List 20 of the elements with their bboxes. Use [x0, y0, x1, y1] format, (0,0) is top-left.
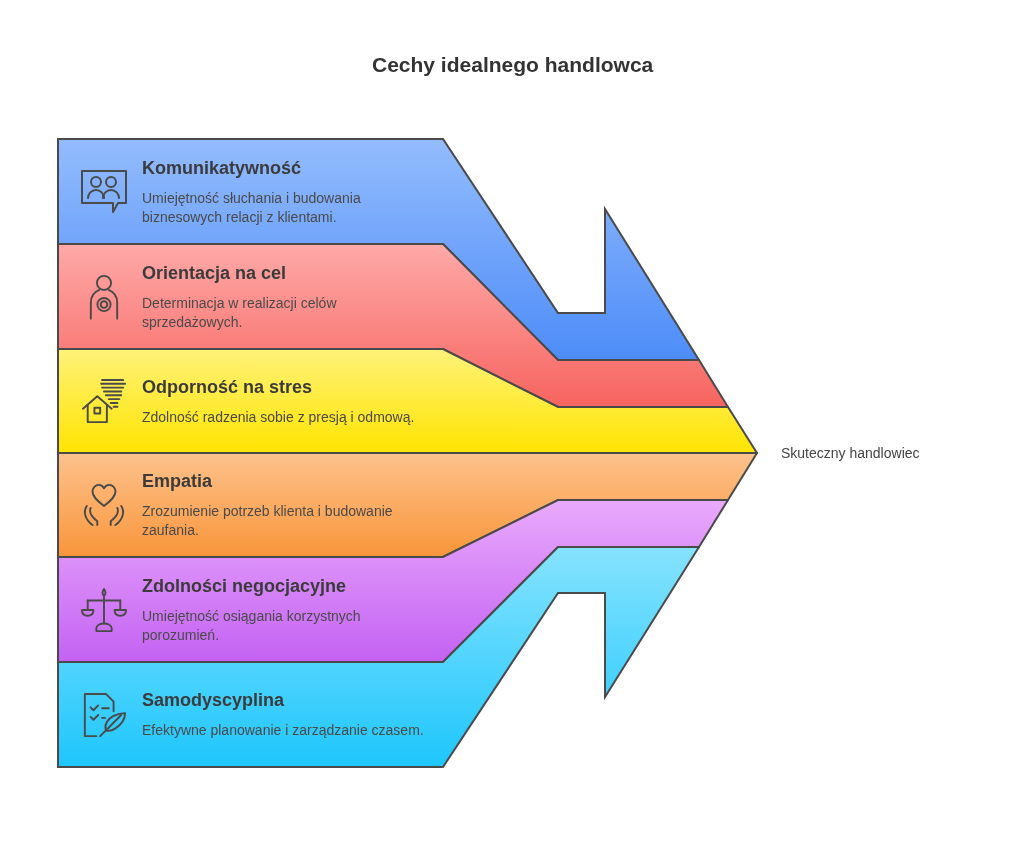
- arrow-band: [57, 452, 758, 558]
- band-description: Umiejętność osiągania korzystnych porozumień.: [142, 606, 362, 645]
- band-description: Zdolność radzenia sobie z presją i odmową.: [142, 407, 416, 427]
- band-description: Determinacja w realizacji celów sprzedażowych.: [142, 293, 338, 332]
- arrow-band: [57, 499, 729, 663]
- arrow-band: [57, 243, 729, 408]
- band-heading: Orientacja na cel: [142, 261, 287, 284]
- band-heading: Komunikatywność: [142, 156, 302, 179]
- band-description: Zrozumienie potrzeb klienta i budowanie zaufania.: [142, 502, 394, 540]
- band-description: Efektywne planowanie i zarządzanie czasem.: [142, 721, 425, 740]
- arrow-band: [57, 348, 758, 454]
- arrow-band: [57, 138, 700, 361]
- band-heading: Samodyscyplina: [142, 689, 285, 711]
- arrow-band: [57, 546, 700, 768]
- band-heading: Empatia: [142, 470, 213, 492]
- result-label: Skuteczny handlowiec: [781, 444, 920, 462]
- band-heading: Odporność na stres: [142, 375, 313, 398]
- diagram-title: Cechy idealnego handlowca: [372, 52, 654, 77]
- band-heading: Zdolności negocjacyjne: [142, 574, 347, 597]
- band-description: Umiejętność słuchania i budowania biznesowych relacji z klientami.: [142, 188, 362, 227]
